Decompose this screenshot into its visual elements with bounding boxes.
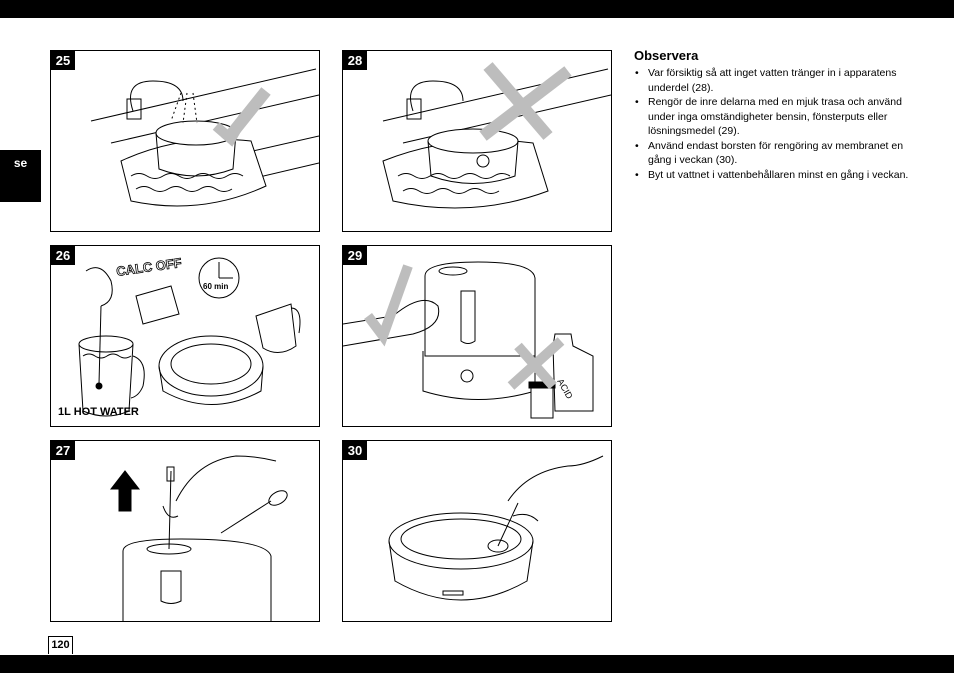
- descaling-illustration: CALC OFF: [78, 255, 301, 417]
- svg-text:CALC OFF: CALC OFF: [115, 255, 182, 279]
- lift-float-illustration: [109, 455, 288, 621]
- list-item: Rengör de inre delarna med en mjuk trasa…: [634, 95, 912, 139]
- wipe-clean-illustration: ACID: [343, 261, 594, 419]
- notes-list: Var försiktig så att inget vatten tränge…: [634, 66, 912, 182]
- page-number: 120: [48, 636, 73, 654]
- panel-26: CALC OFF 60 min 1L HOT WATER 26: [50, 245, 320, 427]
- up-arrow-icon: [109, 470, 141, 512]
- panel-number-badge: 30: [343, 441, 367, 460]
- timer-label: 60 min: [203, 282, 229, 291]
- panel-number-badge: 25: [51, 51, 75, 70]
- calc-off-logo: CALC OFF: [115, 255, 183, 280]
- brush-membrane-illustration: [388, 455, 604, 601]
- list-item: Byt ut vattnet i vattenbehållaren minst …: [634, 168, 912, 183]
- notes-section: Observera Var försiktig så att inget vat…: [634, 48, 912, 182]
- panel-25: 25: [50, 50, 320, 232]
- panel-number-badge: 29: [343, 246, 367, 265]
- sink-no-full-rinse-illustration: [382, 62, 611, 209]
- panel-number-badge: 28: [343, 51, 367, 70]
- panel-30: 30: [342, 440, 612, 622]
- bottom-bar: [0, 655, 954, 673]
- panel-29: ACID 29: [342, 245, 612, 427]
- top-bar: [0, 0, 954, 18]
- hot-water-caption: 1L HOT WATER: [58, 406, 139, 418]
- panel-number-badge: 27: [51, 441, 75, 460]
- list-item: Använd endast borsten för rengöring av m…: [634, 139, 912, 168]
- panel-27: 27: [50, 440, 320, 622]
- list-item: Var försiktig så att inget vatten tränge…: [634, 66, 912, 95]
- panel-28: 28: [342, 50, 612, 232]
- sink-rinse-illustration: [90, 68, 319, 207]
- notes-title: Observera: [634, 48, 699, 63]
- language-tab: se: [0, 150, 41, 202]
- panel-number-badge: 26: [51, 246, 75, 265]
